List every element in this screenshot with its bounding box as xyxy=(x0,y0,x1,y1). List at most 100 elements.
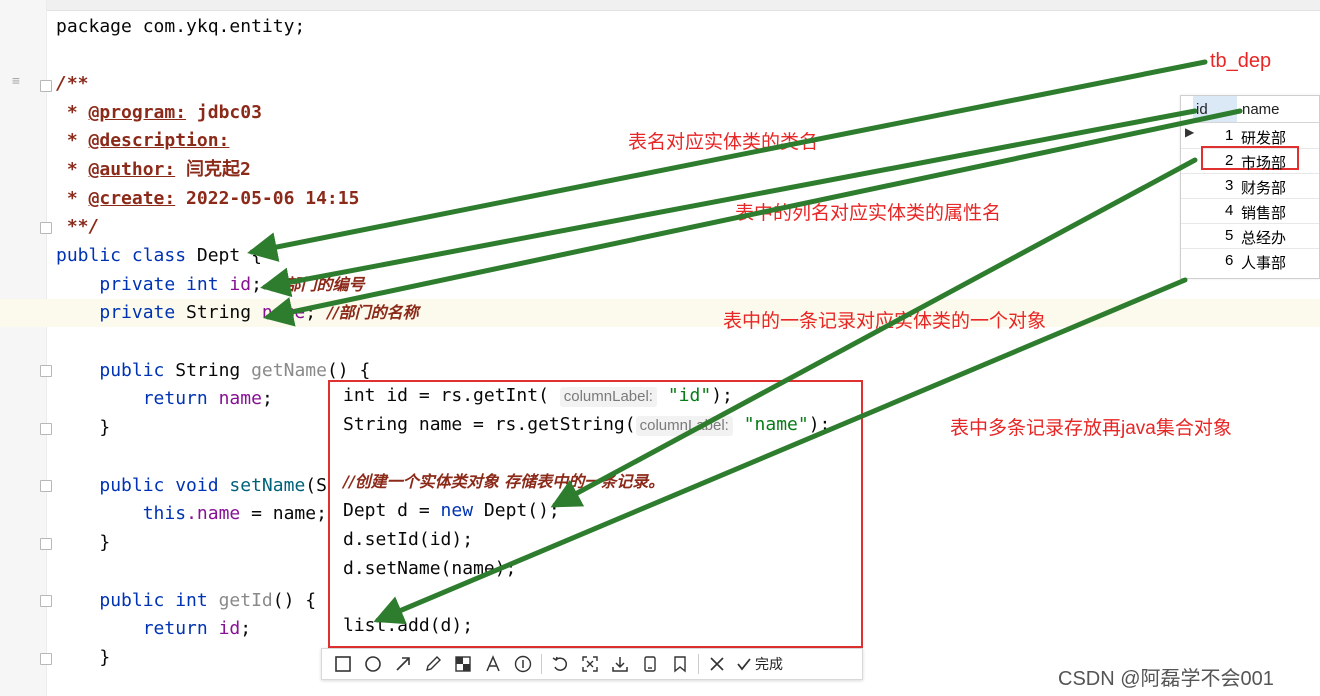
db-row[interactable]: 2 市场部 xyxy=(1181,146,1319,174)
db-column-name[interactable]: name xyxy=(1242,101,1280,118)
closing-brace: } xyxy=(99,647,111,668)
parameter-hint: columnLabel: xyxy=(559,387,657,407)
circle-icon[interactable] xyxy=(358,650,388,678)
number-icon[interactable] xyxy=(508,650,538,678)
method-getname: getName xyxy=(251,360,327,381)
code-line-getname[interactable]: public String getName() { xyxy=(56,357,370,385)
doc-comment-open: /** xyxy=(56,73,89,94)
editor-gutter: ≡ xyxy=(0,0,52,696)
annotation-record-object: 表中的一条记录对应实体类的一个对象 xyxy=(723,311,1047,332)
fold-icon[interactable] xyxy=(40,480,52,492)
db-column-id[interactable]: id xyxy=(1196,101,1208,118)
snippet-code: String name = rs.getString( xyxy=(343,414,636,435)
keyword-new: new xyxy=(440,500,474,521)
db-row[interactable]: 3 财务部 xyxy=(1181,173,1319,199)
db-cell-name: 财务部 xyxy=(1241,180,1287,197)
structure-icon[interactable]: ≡ xyxy=(12,74,20,89)
arrow-icon[interactable] xyxy=(388,650,418,678)
current-line-highlight xyxy=(0,299,1320,327)
method-getid: getId xyxy=(218,590,273,611)
annotation-column-property: 表中的列名对应实体类的属性名 xyxy=(735,203,1002,224)
text-icon[interactable] xyxy=(478,650,508,678)
db-cell-name: 销售部 xyxy=(1241,205,1287,222)
mosaic-icon[interactable] xyxy=(448,650,478,678)
code-line-brace[interactable]: } xyxy=(56,529,110,557)
code-line-brace[interactable]: } xyxy=(56,414,110,442)
annotation-records-collection: 表中多条记录存放再java集合对象 xyxy=(950,418,1232,439)
highlight-box xyxy=(1201,146,1299,170)
screenshot-toolbar: 完成 xyxy=(321,648,863,680)
string-literal: "name" xyxy=(743,414,809,435)
snippet-code: Dept d = xyxy=(343,500,441,521)
field-id-ref: id xyxy=(218,618,241,639)
doc-tag-author: @author: xyxy=(88,159,176,180)
done-label: 完成 xyxy=(755,656,783,672)
pencil-icon[interactable] xyxy=(418,650,448,678)
code-line-doc-open[interactable]: /** xyxy=(56,70,89,98)
arrow-table-to-class xyxy=(247,59,1208,262)
undo-icon[interactable] xyxy=(545,650,575,678)
db-row[interactable]: 6 人事部 xyxy=(1181,248,1319,273)
db-row[interactable]: 5 总经办 xyxy=(1181,223,1319,249)
done-button[interactable]: 完成 xyxy=(732,654,787,674)
doc-tag-description: @description: xyxy=(88,130,230,151)
fold-icon[interactable] xyxy=(40,80,52,92)
bookmark-icon[interactable] xyxy=(665,650,695,678)
keyword-public-void: public void xyxy=(99,475,219,496)
editor-tab-strip xyxy=(0,0,1320,11)
snippet-line-getstring: String name = rs.getString(columnLabel: … xyxy=(343,411,830,439)
crop-icon[interactable] xyxy=(575,650,605,678)
keyword-public: public xyxy=(99,360,165,381)
code-line-doc-author[interactable]: * @author: 闫克起2 xyxy=(56,159,251,180)
code-line-return-name[interactable]: return name; xyxy=(142,388,273,409)
code-line-class-decl[interactable]: public class Dept { xyxy=(56,242,262,270)
field-name-ref: .name xyxy=(186,503,241,524)
snippet-line-setid: d.setId(id); xyxy=(343,526,473,554)
code-line-brace[interactable]: } xyxy=(56,644,110,672)
pin-icon[interactable] xyxy=(635,650,665,678)
code-line-package[interactable]: package com.ykq.entity; xyxy=(56,13,305,41)
arrow-record-to-object xyxy=(550,157,1198,508)
arrow-id-to-field xyxy=(260,108,1198,298)
db-table-grid: id name ▶ 1 研发部 2 市场部 3 财务部 4 销售部 5 总经办 … xyxy=(1180,95,1320,279)
snippet-code: d.setId(id); xyxy=(343,529,474,550)
fold-icon[interactable] xyxy=(40,595,52,607)
code-line-doc-description[interactable]: * @description: xyxy=(56,130,230,151)
check-icon xyxy=(737,658,751,671)
db-row[interactable]: 4 销售部 xyxy=(1181,198,1319,224)
fold-icon[interactable] xyxy=(40,538,52,550)
snippet-code: int id = rs.getInt( xyxy=(343,385,549,406)
keyword-private: private xyxy=(99,302,176,323)
db-cell-id: 4 xyxy=(1225,202,1234,219)
db-cell-id: 1 xyxy=(1225,127,1234,144)
code-line-this-name[interactable]: this.name = name; xyxy=(56,500,327,528)
snippet-line-getint: int id = rs.getInt( columnLabel: "id"); xyxy=(343,382,733,410)
type-string: String xyxy=(175,302,262,323)
db-cell-id: 2 xyxy=(1225,152,1234,169)
method-signature-rest: () { xyxy=(272,590,317,611)
method-setname: setName xyxy=(229,475,306,496)
code-line-doc-program[interactable]: * @program: jdbc03 xyxy=(56,102,262,123)
fold-icon[interactable] xyxy=(40,653,52,665)
db-cell-name: 总经办 xyxy=(1241,230,1287,247)
fold-icon[interactable] xyxy=(40,365,52,377)
code-line-setname[interactable]: public void setName(S xyxy=(56,472,327,500)
code-line-getid[interactable]: public int getId() { xyxy=(56,587,316,615)
db-row[interactable]: ▶ 1 研发部 xyxy=(1181,123,1319,149)
code-line-doc-close[interactable]: **/ xyxy=(56,213,100,241)
close-icon[interactable] xyxy=(702,650,732,678)
snippet-comment: //创建一个实体类对象 存储表中的一条记录。 xyxy=(343,472,665,491)
package-statement: package com.ykq.entity; xyxy=(56,16,306,37)
code-line-return-id[interactable]: return id; xyxy=(142,618,252,639)
snippet-code: d.setName(name); xyxy=(343,558,517,579)
code-snippet-overlay: int id = rs.getInt( columnLabel: "id"); … xyxy=(328,380,863,648)
fold-icon[interactable] xyxy=(40,423,52,435)
arrow-name-to-field xyxy=(263,108,1243,327)
code-line-doc-create[interactable]: * @create: 2022-05-06 14:15 xyxy=(56,188,360,209)
download-icon[interactable] xyxy=(605,650,635,678)
fold-icon[interactable] xyxy=(40,222,52,234)
rectangle-icon[interactable] xyxy=(328,650,358,678)
doc-value-program: jdbc03 xyxy=(186,102,262,123)
string-literal: "id" xyxy=(667,385,712,406)
